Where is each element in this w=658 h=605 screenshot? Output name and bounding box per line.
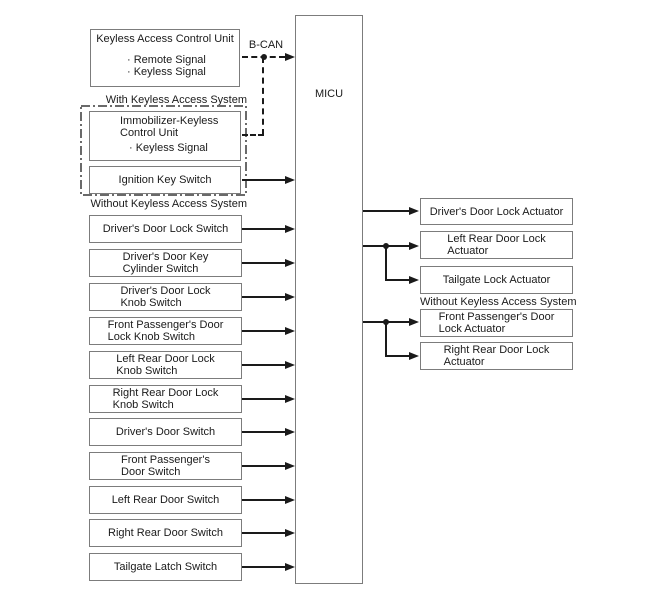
connector-switch-3 [242, 330, 285, 332]
box-title: Immobilizer-Keyless Control Unit [120, 115, 219, 139]
box-label: Right Rear Door Lock Actuator [443, 344, 550, 368]
box-left-rear-door-switch: Left Rear Door Switch [89, 486, 242, 514]
box-front-passengers-door-lock-knob-switch: Front Passenger's Door Lock Knob Switch [89, 317, 242, 345]
arrowhead-icon [285, 428, 295, 436]
arrowhead-icon [285, 395, 295, 403]
box-label: Tailgate Lock Actuator [442, 274, 551, 286]
arrowhead-icon [285, 225, 295, 233]
connector-switch-2 [242, 296, 285, 298]
box-label: Left Rear Door Switch [111, 494, 220, 506]
arrowhead-icon [285, 361, 295, 369]
signal-keyless: · Keyless Signal [129, 142, 208, 154]
box-front-passengers-door-lock-actuator: Front Passenger's Door Lock Actuator [420, 309, 573, 337]
arrowhead-icon [285, 462, 295, 470]
arrowhead-icon [285, 563, 295, 571]
connector-switch-1 [242, 262, 285, 264]
box-drivers-door-lock-switch: Driver's Door Lock Switch [89, 215, 242, 243]
without-keyless-access-system-label-left: Without Keyless Access System [90, 198, 248, 210]
micu-box: MICU [295, 15, 363, 584]
micu-label: MICU [314, 88, 344, 100]
box-drivers-door-key-cylinder-switch: Driver's Door Key Cylinder Switch [89, 249, 242, 277]
box-label: Driver's Door Switch [115, 426, 216, 438]
arrowhead-icon [285, 259, 295, 267]
box-label: Front Passenger's Door Lock Knob Switch [107, 319, 224, 343]
connector-ignition [242, 179, 285, 181]
arrowhead-icon [285, 176, 295, 184]
box-left-rear-door-lock-knob-switch: Left Rear Door Lock Knob Switch [89, 351, 242, 379]
arrowhead-icon [409, 318, 419, 326]
bcan-arrowhead-icon [285, 53, 295, 61]
box-right-rear-door-lock-knob-switch: Right Rear Door Lock Knob Switch [89, 385, 242, 413]
box-label: Driver's Door Lock Switch [102, 223, 229, 235]
arrowhead-icon [285, 496, 295, 504]
connector-switch-4 [242, 364, 285, 366]
box-label: Right Rear Door Switch [108, 527, 223, 539]
connector-right-rear-actuator [385, 355, 409, 357]
connector-switch-6 [242, 431, 285, 433]
box-tailgate-lock-actuator: Tailgate Lock Actuator [420, 266, 573, 294]
connector-drivers-actuator [363, 210, 409, 212]
box-right-rear-door-lock-actuator: Right Rear Door Lock Actuator [420, 342, 573, 370]
without-keyless-access-system-label-right: Without Keyless Access System [420, 296, 577, 308]
branch-to-tailgate [385, 245, 387, 281]
signal-remote: · Remote Signal [127, 54, 206, 66]
box-left-rear-door-lock-actuator: Left Rear Door Lock Actuator [420, 231, 573, 259]
without-keyless-group-frame [80, 105, 247, 196]
immobilizer-dashed-link [242, 134, 264, 136]
box-drivers-door-lock-knob-switch: Driver's Door Lock Knob Switch [89, 283, 242, 311]
box-drivers-door-switch: Driver's Door Switch [89, 418, 242, 446]
arrowhead-icon [409, 242, 419, 250]
box-front-passengers-door-switch: Front Passenger's Door Switch [89, 452, 242, 480]
box-label: Driver's Door Lock Knob Switch [120, 285, 211, 309]
arrowhead-icon [285, 529, 295, 537]
arrowhead-icon [285, 327, 295, 335]
connector-switch-10 [242, 566, 285, 568]
connector-switch-5 [242, 398, 285, 400]
arrowhead-icon [409, 352, 419, 360]
bcan-dashed-drop [262, 57, 264, 135]
b-can-label: B-CAN [248, 39, 284, 51]
box-label: Ignition Key Switch [118, 174, 212, 186]
connector-switch-9 [242, 532, 285, 534]
box-label: Driver's Door Key Cylinder Switch [122, 251, 209, 275]
connector-switch-0 [242, 228, 285, 230]
box-label: Left Rear Door Lock Knob Switch [116, 353, 215, 377]
junction-dot [261, 54, 267, 60]
connector-switch-7 [242, 465, 285, 467]
box-label: Right Rear Door Lock Knob Switch [112, 387, 219, 411]
box-right-rear-door-switch: Right Rear Door Switch [89, 519, 242, 547]
box-title: Keyless Access Control Unit [96, 33, 234, 45]
box-label: Driver's Door Lock Actuator [429, 205, 564, 218]
box-label: Tailgate Latch Switch [113, 561, 218, 573]
box-label: Front Passenger's Door Switch [121, 454, 210, 478]
box-keyless-access-control-unit: Keyless Access Control Unit · Remote Sig… [90, 29, 240, 87]
box-ignition-key-switch: Ignition Key Switch [89, 166, 241, 194]
with-keyless-access-system-label: With Keyless Access System [105, 94, 247, 106]
branch-to-right-rear [385, 321, 387, 357]
box-label: Left Rear Door Lock Actuator [447, 233, 546, 257]
box-immobilizer-keyless-control-unit: Immobilizer-Keyless Control Unit · Keyle… [89, 111, 241, 161]
box-drivers-door-lock-actuator: Driver's Door Lock Actuator [420, 198, 573, 225]
box-label: Front Passenger's Door Lock Actuator [438, 311, 555, 335]
arrowhead-icon [285, 293, 295, 301]
connector-switch-8 [242, 499, 285, 501]
arrowhead-icon [409, 207, 419, 215]
box-tailgate-latch-switch: Tailgate Latch Switch [89, 553, 242, 581]
arrowhead-icon [409, 276, 419, 284]
signal-keyless: · Keyless Signal [127, 66, 206, 78]
connector-tailgate-actuator [385, 279, 409, 281]
